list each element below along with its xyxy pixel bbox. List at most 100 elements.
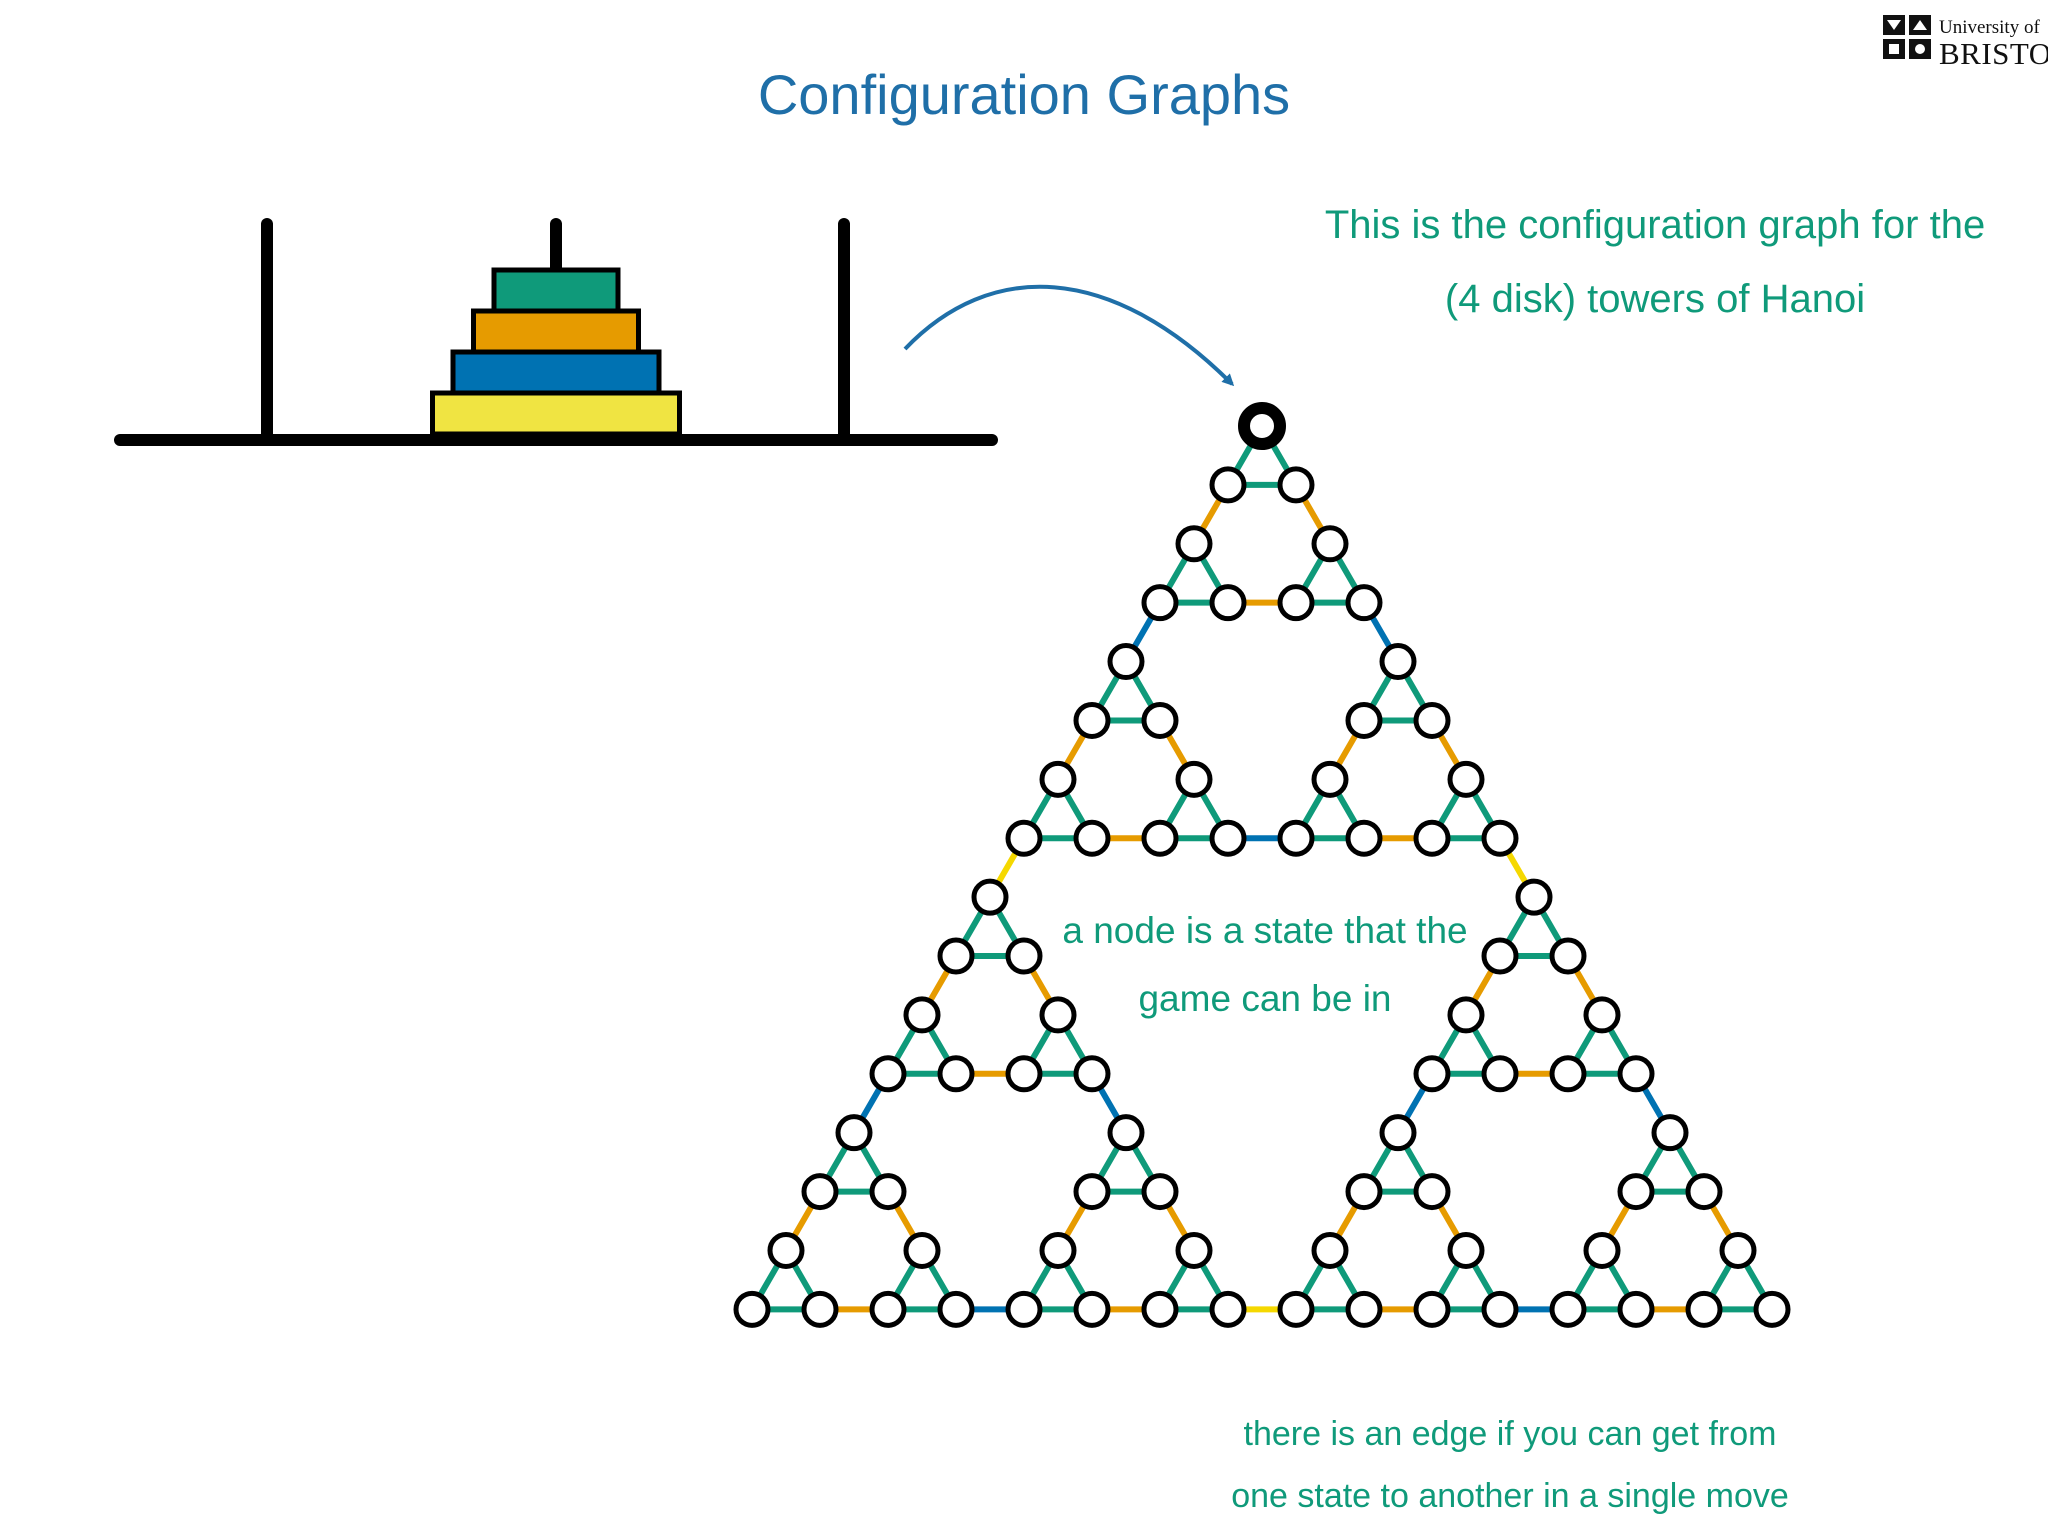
- towers-of-hanoi: [114, 218, 998, 446]
- graph-node: [1413, 1173, 1451, 1211]
- graph-node: [1107, 643, 1145, 681]
- graph-node: [1039, 1231, 1077, 1269]
- graph-node: [1583, 996, 1621, 1034]
- note-line: one state to another in a single move: [1231, 1477, 1789, 1515]
- graph-node: [1141, 819, 1179, 857]
- graph-edges: [749, 423, 1775, 1313]
- graph-node: [1311, 760, 1349, 798]
- graph-node: [1175, 525, 1213, 563]
- graph-node: [1413, 1055, 1451, 1093]
- graph-node: [1549, 1290, 1587, 1328]
- graph-node: [1141, 1173, 1179, 1211]
- graph-node: [801, 1290, 839, 1328]
- graph-node: [1617, 1055, 1655, 1093]
- graph-node: [1413, 701, 1451, 739]
- graph-node: [767, 1231, 805, 1269]
- graph-node: [971, 878, 1009, 916]
- hanoi-disk-3: [450, 349, 662, 396]
- graph-description-note: This is the configuration graph for the …: [1290, 188, 2020, 336]
- note-line: (4 disk) towers of Hanoi: [1444, 277, 1866, 321]
- graph-node: [835, 1114, 873, 1152]
- graph-node: [869, 1290, 907, 1328]
- graph-node: [1345, 701, 1383, 739]
- graph-node: [1209, 1290, 1247, 1328]
- graph-node: [1005, 1290, 1043, 1328]
- graph-node: [1447, 1231, 1485, 1269]
- graph-node: [1685, 1173, 1723, 1211]
- graph-node: [801, 1173, 839, 1211]
- graph-node: [1345, 1290, 1383, 1328]
- graph-node: [1073, 1290, 1111, 1328]
- graph-node: [1617, 1173, 1655, 1211]
- page-title: Configuration Graphs: [757, 63, 1291, 126]
- graph-node: [1413, 1290, 1451, 1328]
- graph-node: [1311, 525, 1349, 563]
- graph-node: [1039, 996, 1077, 1034]
- graph-node: [1481, 1290, 1519, 1328]
- graph-node: [1141, 701, 1179, 739]
- note-line: This is the configuration graph for the: [1324, 203, 1986, 247]
- graph-node: [1005, 1055, 1043, 1093]
- graph-node: [1175, 1231, 1213, 1269]
- graph-node: [903, 996, 941, 1034]
- note-line: game can be in: [1138, 978, 1392, 1019]
- logo-line-1: University of: [1939, 17, 2040, 38]
- graph-node: [1345, 1173, 1383, 1211]
- edge-definition-note: there is an edge if you can get from one…: [1190, 1403, 1830, 1527]
- graph-node: [1209, 466, 1247, 504]
- graph-node: [1141, 1290, 1179, 1328]
- graph-node: [1379, 1114, 1417, 1152]
- graph-node: [1175, 760, 1213, 798]
- graph-node: [1685, 1290, 1723, 1328]
- graph-node: [1209, 584, 1247, 622]
- graph-node: [1583, 1231, 1621, 1269]
- hanoi-disks: [430, 267, 682, 437]
- graph-node: [1481, 937, 1519, 975]
- graph-node: [869, 1055, 907, 1093]
- node-definition-note: a node is a state that the game can be i…: [1030, 897, 1500, 1033]
- graph-node: [1209, 819, 1247, 857]
- graph-node: [1073, 701, 1111, 739]
- graph-node: [1481, 819, 1519, 857]
- graph-node: [1073, 1173, 1111, 1211]
- graph-node: [1413, 819, 1451, 857]
- note-line: there is an edge if you can get from: [1243, 1415, 1777, 1453]
- graph-node: [733, 1290, 771, 1328]
- graph-node: [1753, 1290, 1791, 1328]
- logo-line-2: BRISTOL: [1939, 36, 2048, 71]
- graph-node: [937, 937, 975, 975]
- hanoi-disk-1: [491, 267, 621, 314]
- graph-node: [1549, 1055, 1587, 1093]
- note-line: a node is a state that the: [1062, 910, 1468, 951]
- graph-node: [1073, 819, 1111, 857]
- graph-node: [1005, 819, 1043, 857]
- graph-node: [903, 1231, 941, 1269]
- graph-node: [1107, 1114, 1145, 1152]
- graph-node: [1651, 1114, 1689, 1152]
- graph-node: [1277, 584, 1315, 622]
- graph-start-node: [1238, 402, 1286, 450]
- graph-node: [1719, 1231, 1757, 1269]
- graph-node: [1005, 937, 1043, 975]
- graph-node: [869, 1173, 907, 1211]
- graph-node: [1447, 760, 1485, 798]
- university-logo: University of BRISTOL: [1882, 14, 2048, 69]
- graph-node: [1345, 584, 1383, 622]
- graph-node: [1345, 819, 1383, 857]
- graph-node: [1073, 1055, 1111, 1093]
- graph-node: [1447, 996, 1485, 1034]
- pointer-arrow: [903, 284, 1235, 387]
- graph-node: [1549, 937, 1587, 975]
- graph-node: [1277, 1290, 1315, 1328]
- hanoi-disk-2: [471, 308, 641, 355]
- hanoi-disk-4: [430, 390, 682, 437]
- graph-node: [1277, 466, 1315, 504]
- graph-node: [1311, 1231, 1349, 1269]
- graph-node: [1617, 1290, 1655, 1328]
- graph-node: [1481, 1055, 1519, 1093]
- graph-node: [1379, 643, 1417, 681]
- crest-icon: [1882, 14, 1934, 62]
- graph-node: [1277, 819, 1315, 857]
- graph-node: [1141, 584, 1179, 622]
